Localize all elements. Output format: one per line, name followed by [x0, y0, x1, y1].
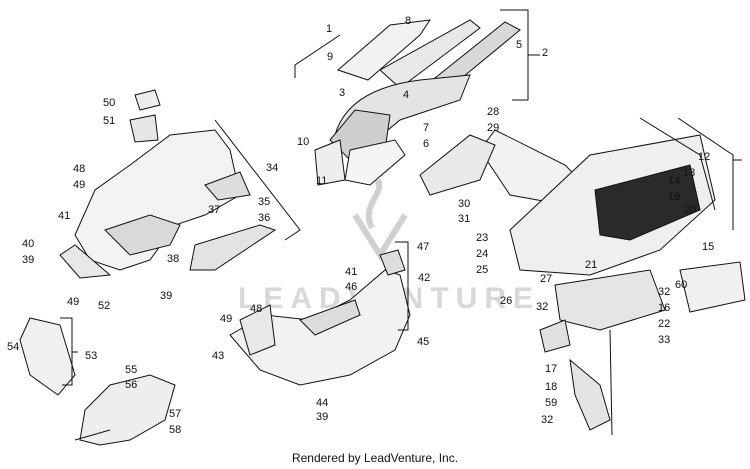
callout-20: 20: [684, 204, 697, 216]
callout-13: 13: [683, 167, 696, 179]
callout-32c: 32: [541, 414, 554, 426]
callout-16: 16: [658, 302, 671, 314]
callout-23: 23: [476, 232, 489, 244]
callout-29: 29: [487, 122, 500, 134]
callout-43: 43: [212, 350, 225, 362]
credit-line: Rendered by LeadVenture, Inc.: [291, 451, 459, 465]
callout-39c: 39: [316, 411, 329, 423]
callout-21: 21: [585, 259, 598, 271]
callout-39b: 39: [160, 290, 173, 302]
callout-37: 37: [208, 204, 221, 216]
callout-49c: 49: [220, 313, 233, 325]
callout-32b: 32: [658, 286, 671, 298]
callout-47: 47: [417, 241, 430, 253]
callout-45: 45: [417, 336, 430, 348]
callout-36: 36: [258, 212, 271, 224]
callout-60: 60: [675, 279, 688, 291]
callout-22: 22: [658, 318, 671, 330]
callout-51: 51: [103, 115, 116, 127]
callout-32a: 32: [536, 301, 549, 313]
callout-41b: 41: [345, 266, 358, 278]
callout-10: 10: [297, 136, 310, 148]
callout-57: 57: [169, 408, 182, 420]
callout-35: 35: [258, 196, 271, 208]
callout-50: 50: [103, 97, 116, 109]
callout-39a: 39: [22, 254, 35, 266]
callout-55: 55: [125, 364, 138, 376]
callout-4: 4: [403, 89, 410, 101]
callout-49b: 49: [67, 296, 80, 308]
side-pod-right: [419, 129, 746, 431]
callout-27: 27: [540, 273, 553, 285]
callout-59: 59: [545, 397, 558, 409]
callout-6: 6: [423, 138, 430, 150]
callout-17: 17: [545, 363, 558, 375]
callout-42: 42: [418, 272, 431, 284]
callout-48b: 48: [250, 303, 263, 315]
callout-53: 53: [85, 350, 98, 362]
lower-left-part: [74, 374, 176, 446]
callout-11: 11: [316, 175, 328, 187]
callout-46: 46: [345, 281, 358, 293]
callout-26: 26: [500, 295, 513, 307]
callout-56: 56: [125, 379, 138, 391]
callout-5: 5: [516, 39, 523, 51]
callout-15: 15: [702, 241, 715, 253]
callout-49a: 49: [73, 179, 86, 191]
callout-31: 31: [458, 213, 471, 225]
callout-40: 40: [22, 238, 35, 250]
windshield-assembly: [314, 19, 521, 186]
callout-8: 8: [405, 15, 412, 27]
callout-48a: 48: [73, 163, 86, 175]
callout-54: 54: [7, 341, 20, 353]
callout-1: 1: [326, 23, 333, 35]
callout-38: 38: [167, 253, 180, 265]
callout-30: 30: [458, 198, 471, 210]
callout-24: 24: [476, 248, 489, 260]
side-panel-54: [19, 317, 76, 396]
callout-3: 3: [339, 87, 346, 99]
callout-52: 52: [98, 300, 111, 312]
callout-12: 12: [698, 151, 711, 163]
callout-14: 14: [668, 175, 681, 187]
callout-19: 19: [668, 191, 681, 203]
callout-7: 7: [423, 122, 430, 134]
callout-41a: 41: [58, 210, 71, 222]
callout-9: 9: [327, 51, 334, 63]
callout-34: 34: [266, 162, 279, 174]
callout-33: 33: [658, 334, 671, 346]
callout-25: 25: [476, 264, 489, 276]
callout-44: 44: [316, 397, 329, 409]
callout-58: 58: [169, 424, 182, 436]
callout-2: 2: [542, 47, 549, 59]
callout-18: 18: [545, 381, 558, 393]
belly-pan-center: [229, 249, 411, 386]
hood-left: [59, 89, 277, 279]
callout-28: 28: [487, 106, 500, 118]
watermark-logo: [352, 178, 408, 261]
